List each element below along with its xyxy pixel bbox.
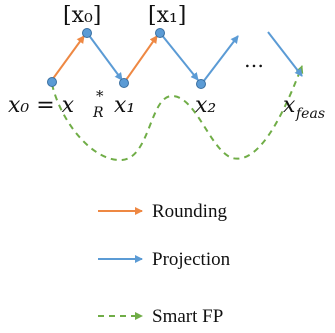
projection-arrow-1: [87, 33, 123, 81]
label-x2: x₂: [195, 93, 216, 118]
node-x2: [196, 79, 206, 89]
label-x-feas: x: [283, 93, 296, 118]
node-round-x0: [82, 28, 92, 38]
label-x0-eq: x₀ = x: [8, 93, 75, 118]
label-x1: x₁: [114, 93, 135, 118]
projection-arrow-2: [160, 33, 199, 81]
label-xr-sup: *: [96, 87, 104, 105]
label-round-x1: [x₁]: [148, 3, 186, 28]
label-ellipsis: …: [244, 48, 264, 72]
projection-arrow-4: [267, 31, 303, 77]
projection-arrow-3: [202, 35, 239, 83]
legend-projection-label: Projection: [152, 249, 231, 270]
node-x1: [119, 78, 129, 88]
label-feas-sub: feas: [295, 106, 325, 122]
node-x0: [47, 77, 57, 87]
node-round-x1: [155, 28, 165, 38]
rounding-arrow-1: [51, 35, 85, 81]
label-xr-sub: R: [92, 105, 104, 121]
legend-rounding-label: Rounding: [152, 201, 227, 222]
legend-smart-fp-label: Smart FP: [152, 306, 223, 327]
label-round-x0: [x₀]: [63, 3, 101, 28]
smart-fp-curve: [51, 65, 304, 162]
rounding-arrow-2: [125, 35, 158, 81]
